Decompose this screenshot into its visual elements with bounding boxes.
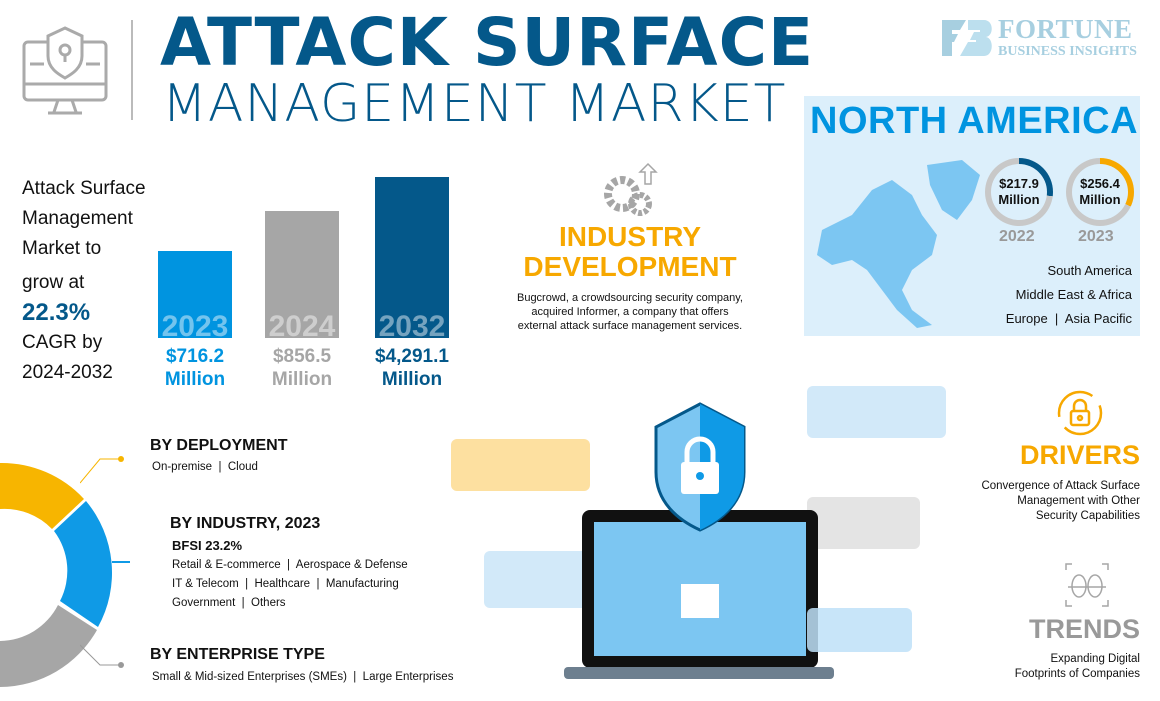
footprints-icon: [1065, 563, 1109, 607]
data-card-gray: [807, 497, 920, 549]
intro-line: grow at: [22, 272, 85, 293]
ring-year-2023: 2023: [1078, 228, 1114, 245]
intro-line: Market to: [22, 238, 102, 259]
data-card-blue: [807, 386, 946, 438]
lock-circle-icon: [1057, 390, 1103, 436]
ring-year-2022: 2022: [999, 228, 1035, 245]
region-europe-apac: Europe | Asia Pacific: [1005, 311, 1132, 326]
intro-line: Management: [22, 208, 133, 229]
intro-line: CAGR by: [22, 332, 103, 353]
industry-lead: BFSI 23.2%: [172, 538, 243, 553]
data-card-orange: [451, 439, 590, 491]
page-subtitle: MANAGEMENT MARKET: [162, 74, 787, 134]
enterprise-heading: BY ENTERPRISE TYPE: [150, 646, 325, 663]
bar-2032: 2032: [375, 177, 449, 343]
region-south-america: South America: [1047, 263, 1132, 278]
header-divider: [131, 20, 133, 120]
deployment-heading: BY DEPLOYMENT: [150, 437, 288, 454]
region-mea: Middle East & Africa: [1015, 287, 1132, 302]
bar-year-label: 2024: [268, 310, 336, 343]
cagr-value: 22.3%: [22, 299, 91, 326]
industry-text: Retail & E-commerce | Aerospace & Defens…: [172, 559, 408, 571]
north-america-map-icon: [817, 160, 980, 328]
fortune-logo-icon: [942, 20, 992, 56]
industry-development-text: Bugcrowd, a crowdsourcing security compa…: [516, 292, 743, 332]
enterprise-text: Small & Mid-sized Enterprises (SMEs) | L…: [152, 671, 454, 683]
north-america-title: NORTH AMERICA: [810, 100, 1139, 142]
trends-title: TRENDS: [1028, 614, 1140, 644]
data-card-small: [807, 608, 912, 652]
segment-donut: [0, 462, 113, 687]
industry-heading: BY INDUSTRY, 2023: [170, 515, 321, 532]
bar-2024: 2024: [265, 211, 339, 343]
bar-2023: 2023: [158, 251, 232, 343]
gears-arrow-icon: [604, 162, 658, 216]
monitor-shield-lock-icon: [22, 26, 108, 115]
deployment-text: On-premise | Cloud: [152, 461, 258, 473]
segment-connectors: [80, 456, 130, 668]
industry-text: Government | Others: [172, 597, 286, 609]
intro-line: Attack Surface: [22, 178, 146, 199]
laptop-shield-illustration: [564, 402, 834, 679]
intro-line: 2024-2032: [22, 362, 113, 383]
bar-year-label: 2032: [378, 310, 446, 343]
bar-year-label: 2023: [161, 310, 229, 343]
data-card-profile: [484, 551, 590, 608]
intro-text: Attack Surface Management Market to grow…: [22, 174, 162, 388]
logo-tagline: BUSINESS INSIGHTS: [998, 44, 1137, 59]
logo-name: FORTUNE: [998, 14, 1133, 44]
industry-text: IT & Telecom | Healthcare | Manufacturin…: [172, 578, 399, 590]
page-title: ATTACK SURFACE: [160, 4, 815, 81]
drivers-title: DRIVERS: [1019, 440, 1140, 470]
